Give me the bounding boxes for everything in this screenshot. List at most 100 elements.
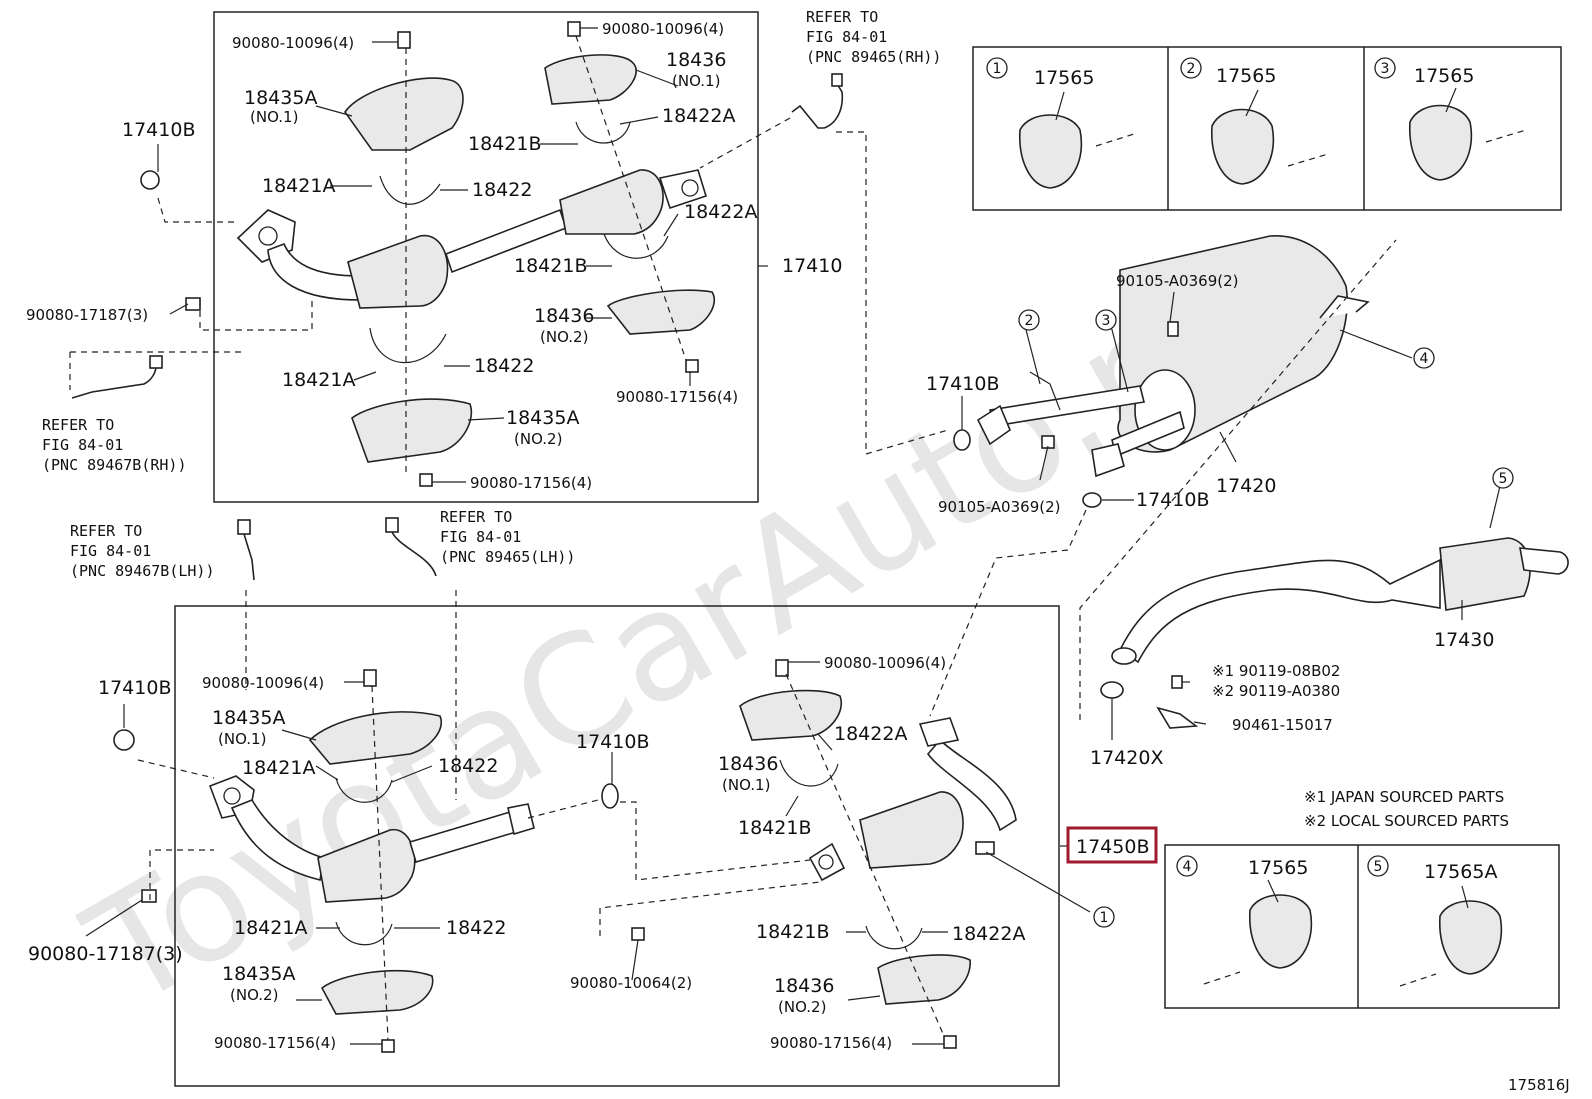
label-18421A-upper[interactable]: 18421A bbox=[262, 175, 335, 197]
inset-bottom-frame bbox=[1164, 844, 1560, 1009]
lower-converter-drawing bbox=[113, 669, 535, 1053]
inset-label-5[interactable]: 17565A bbox=[1424, 861, 1497, 883]
muffler-drawing bbox=[953, 235, 1370, 508]
label-18422-upper[interactable]: 18422 bbox=[472, 179, 532, 201]
label-18436-lower-2-no: (NO.2) bbox=[778, 998, 826, 1016]
upper-o2-sensors bbox=[71, 73, 844, 399]
lower-o2-sensors bbox=[237, 517, 457, 800]
callout-5: 5 bbox=[1499, 471, 1508, 487]
label-18421B-lower[interactable]: 18421B bbox=[738, 817, 811, 839]
inset-num-1: 1 bbox=[993, 61, 1002, 77]
label-18435A-upper[interactable]: 18435A bbox=[244, 87, 317, 109]
callout-4: 4 bbox=[1420, 351, 1429, 367]
label-18436-lower-2[interactable]: 18436 bbox=[774, 975, 834, 997]
label-18435A-lower[interactable]: 18435A bbox=[212, 707, 285, 729]
inset-hanger-drawings bbox=[1019, 104, 1527, 987]
label-17410[interactable]: 17410 bbox=[782, 255, 842, 277]
callout-3: 3 bbox=[1102, 313, 1111, 329]
label-18435A-lower-2[interactable]: 18435A bbox=[222, 963, 295, 985]
label-17430[interactable]: 17430 bbox=[1434, 629, 1494, 651]
label-90105-a0369-upper[interactable]: 90105-A0369(2) bbox=[1116, 272, 1238, 290]
label-18422A-upper[interactable]: 18422A bbox=[662, 105, 735, 127]
label-17410B-lower-mid[interactable]: 17410B bbox=[576, 731, 649, 753]
label-90080-10096-upper-left[interactable]: 90080-10096(4) bbox=[232, 34, 354, 52]
refer-left-mid-line3[interactable]: (PNC 89467B(RH)) bbox=[42, 456, 187, 474]
upper-assembly-frame bbox=[213, 11, 759, 503]
label-90080-17187-lower[interactable]: 90080-17187(3) bbox=[28, 943, 183, 965]
label-17420X[interactable]: 17420X bbox=[1090, 747, 1163, 769]
label-17410B-muffler-2[interactable]: 17410B bbox=[1136, 489, 1209, 511]
refer-top-right-line2[interactable]: FIG 84-01 bbox=[806, 28, 887, 46]
label-90080-10096-lower-right[interactable]: 90080-10096(4) bbox=[824, 654, 946, 672]
label-18435A-upper-no: (NO.1) bbox=[250, 108, 298, 126]
callout-1: 1 bbox=[1100, 910, 1109, 926]
label-90080-17156-upper-2[interactable]: 90080-17156(4) bbox=[470, 474, 592, 492]
label-18422-lower-2[interactable]: 18422 bbox=[446, 917, 506, 939]
refer-low-left-line3[interactable]: (PNC 89467B(LH)) bbox=[70, 562, 215, 580]
label-90461-15017[interactable]: 90461-15017 bbox=[1232, 716, 1333, 734]
highlight-box-17450B bbox=[1066, 826, 1158, 864]
label-18421B-upper-2[interactable]: 18421B bbox=[514, 255, 587, 277]
label-18422A-lower-2[interactable]: 18422A bbox=[952, 923, 1025, 945]
inset-label-3[interactable]: 17565 bbox=[1414, 65, 1474, 87]
refer-low-mid-line2[interactable]: FIG 84-01 bbox=[440, 528, 521, 546]
leader-lines bbox=[85, 27, 1501, 1045]
inset-label-1[interactable]: 17565 bbox=[1034, 67, 1094, 89]
label-90105-a0369-lower[interactable]: 90105-A0369(2) bbox=[938, 498, 1060, 516]
inset-num-5: 5 bbox=[1374, 859, 1383, 875]
label-90080-17187-upper[interactable]: 90080-17187(3) bbox=[26, 306, 148, 324]
upper-converter-drawing bbox=[140, 21, 715, 487]
upper-dashed-lines bbox=[69, 117, 949, 455]
label-17410B-muffler[interactable]: 17410B bbox=[926, 373, 999, 395]
refer-low-mid-line1[interactable]: REFER TO bbox=[440, 508, 512, 526]
refer-top-right-line1[interactable]: REFER TO bbox=[806, 8, 878, 26]
label-18436-lower[interactable]: 18436 bbox=[718, 753, 778, 775]
label-18421A-upper-2[interactable]: 18421A bbox=[282, 369, 355, 391]
refer-low-left-line1[interactable]: REFER TO bbox=[70, 522, 142, 540]
refer-top-right-line3[interactable]: (PNC 89465(RH)) bbox=[806, 48, 941, 66]
inset-label-4[interactable]: 17565 bbox=[1248, 857, 1308, 879]
label-18421A-lower[interactable]: 18421A bbox=[242, 757, 315, 779]
label-90080-17156-lower-2[interactable]: 90080-17156(4) bbox=[770, 1034, 892, 1052]
refer-low-left-line2[interactable]: FIG 84-01 bbox=[70, 542, 151, 560]
note-japan-sourced: ※1 JAPAN SOURCED PARTS bbox=[1304, 788, 1504, 806]
label-18435A-lower-2-no: (NO.2) bbox=[230, 986, 278, 1004]
label-18436-upper[interactable]: 18436 bbox=[666, 49, 726, 71]
label-17410B-upper[interactable]: 17410B bbox=[122, 119, 195, 141]
label-18422-upper-2[interactable]: 18422 bbox=[474, 355, 534, 377]
label-18421A-lower-2[interactable]: 18421A bbox=[234, 917, 307, 939]
label-90080-10064[interactable]: 90080-10064(2) bbox=[570, 974, 692, 992]
inset-num-3: 3 bbox=[1381, 61, 1390, 77]
label-90080-10096-lower-left[interactable]: 90080-10096(4) bbox=[202, 674, 324, 692]
label-18422A-upper-2[interactable]: 18422A bbox=[684, 201, 757, 223]
label-18436-upper-2-no: (NO.2) bbox=[540, 328, 588, 346]
refer-left-mid-line1[interactable]: REFER TO bbox=[42, 416, 114, 434]
inset-num-2: 2 bbox=[1187, 61, 1196, 77]
label-18436-upper-2[interactable]: 18436 bbox=[534, 305, 594, 327]
refer-left-mid-line2[interactable]: FIG 84-01 bbox=[42, 436, 123, 454]
label-90080-17156-upper[interactable]: 90080-17156(4) bbox=[616, 388, 738, 406]
label-90119-a0380[interactable]: ※2 90119-A0380 bbox=[1212, 682, 1340, 700]
label-18422A-lower[interactable]: 18422A bbox=[834, 723, 907, 745]
label-17450B[interactable]: 17450B bbox=[1076, 836, 1149, 858]
lower-assembly-frame bbox=[174, 605, 1060, 1087]
inset-label-2[interactable]: 17565 bbox=[1216, 65, 1276, 87]
label-18422-lower[interactable]: 18422 bbox=[438, 755, 498, 777]
label-18421B-lower-2[interactable]: 18421B bbox=[756, 921, 829, 943]
callout-2: 2 bbox=[1025, 313, 1034, 329]
label-90080-10096-upper-right[interactable]: 90080-10096(4) bbox=[602, 20, 724, 38]
label-18436-lower-no: (NO.1) bbox=[722, 776, 770, 794]
label-18435A-lower-no: (NO.1) bbox=[218, 730, 266, 748]
label-90119-08b02[interactable]: ※1 90119-08B02 bbox=[1212, 662, 1340, 680]
callout-circles: 2 3 4 5 1 1 2 3 4 5 bbox=[986, 57, 1514, 928]
label-18421B-upper[interactable]: 18421B bbox=[468, 133, 541, 155]
label-17420[interactable]: 17420 bbox=[1216, 475, 1276, 497]
inset-top-frame bbox=[972, 46, 1562, 211]
label-18435A-upper-2[interactable]: 18435A bbox=[506, 407, 579, 429]
note-local-sourced: ※2 LOCAL SOURCED PARTS bbox=[1304, 812, 1509, 830]
label-18436-upper-no: (NO.1) bbox=[672, 72, 720, 90]
label-90080-17156-lower[interactable]: 90080-17156(4) bbox=[214, 1034, 336, 1052]
refer-low-mid-line3[interactable]: (PNC 89465(LH)) bbox=[440, 548, 575, 566]
label-17410B-lower-left[interactable]: 17410B bbox=[98, 677, 171, 699]
